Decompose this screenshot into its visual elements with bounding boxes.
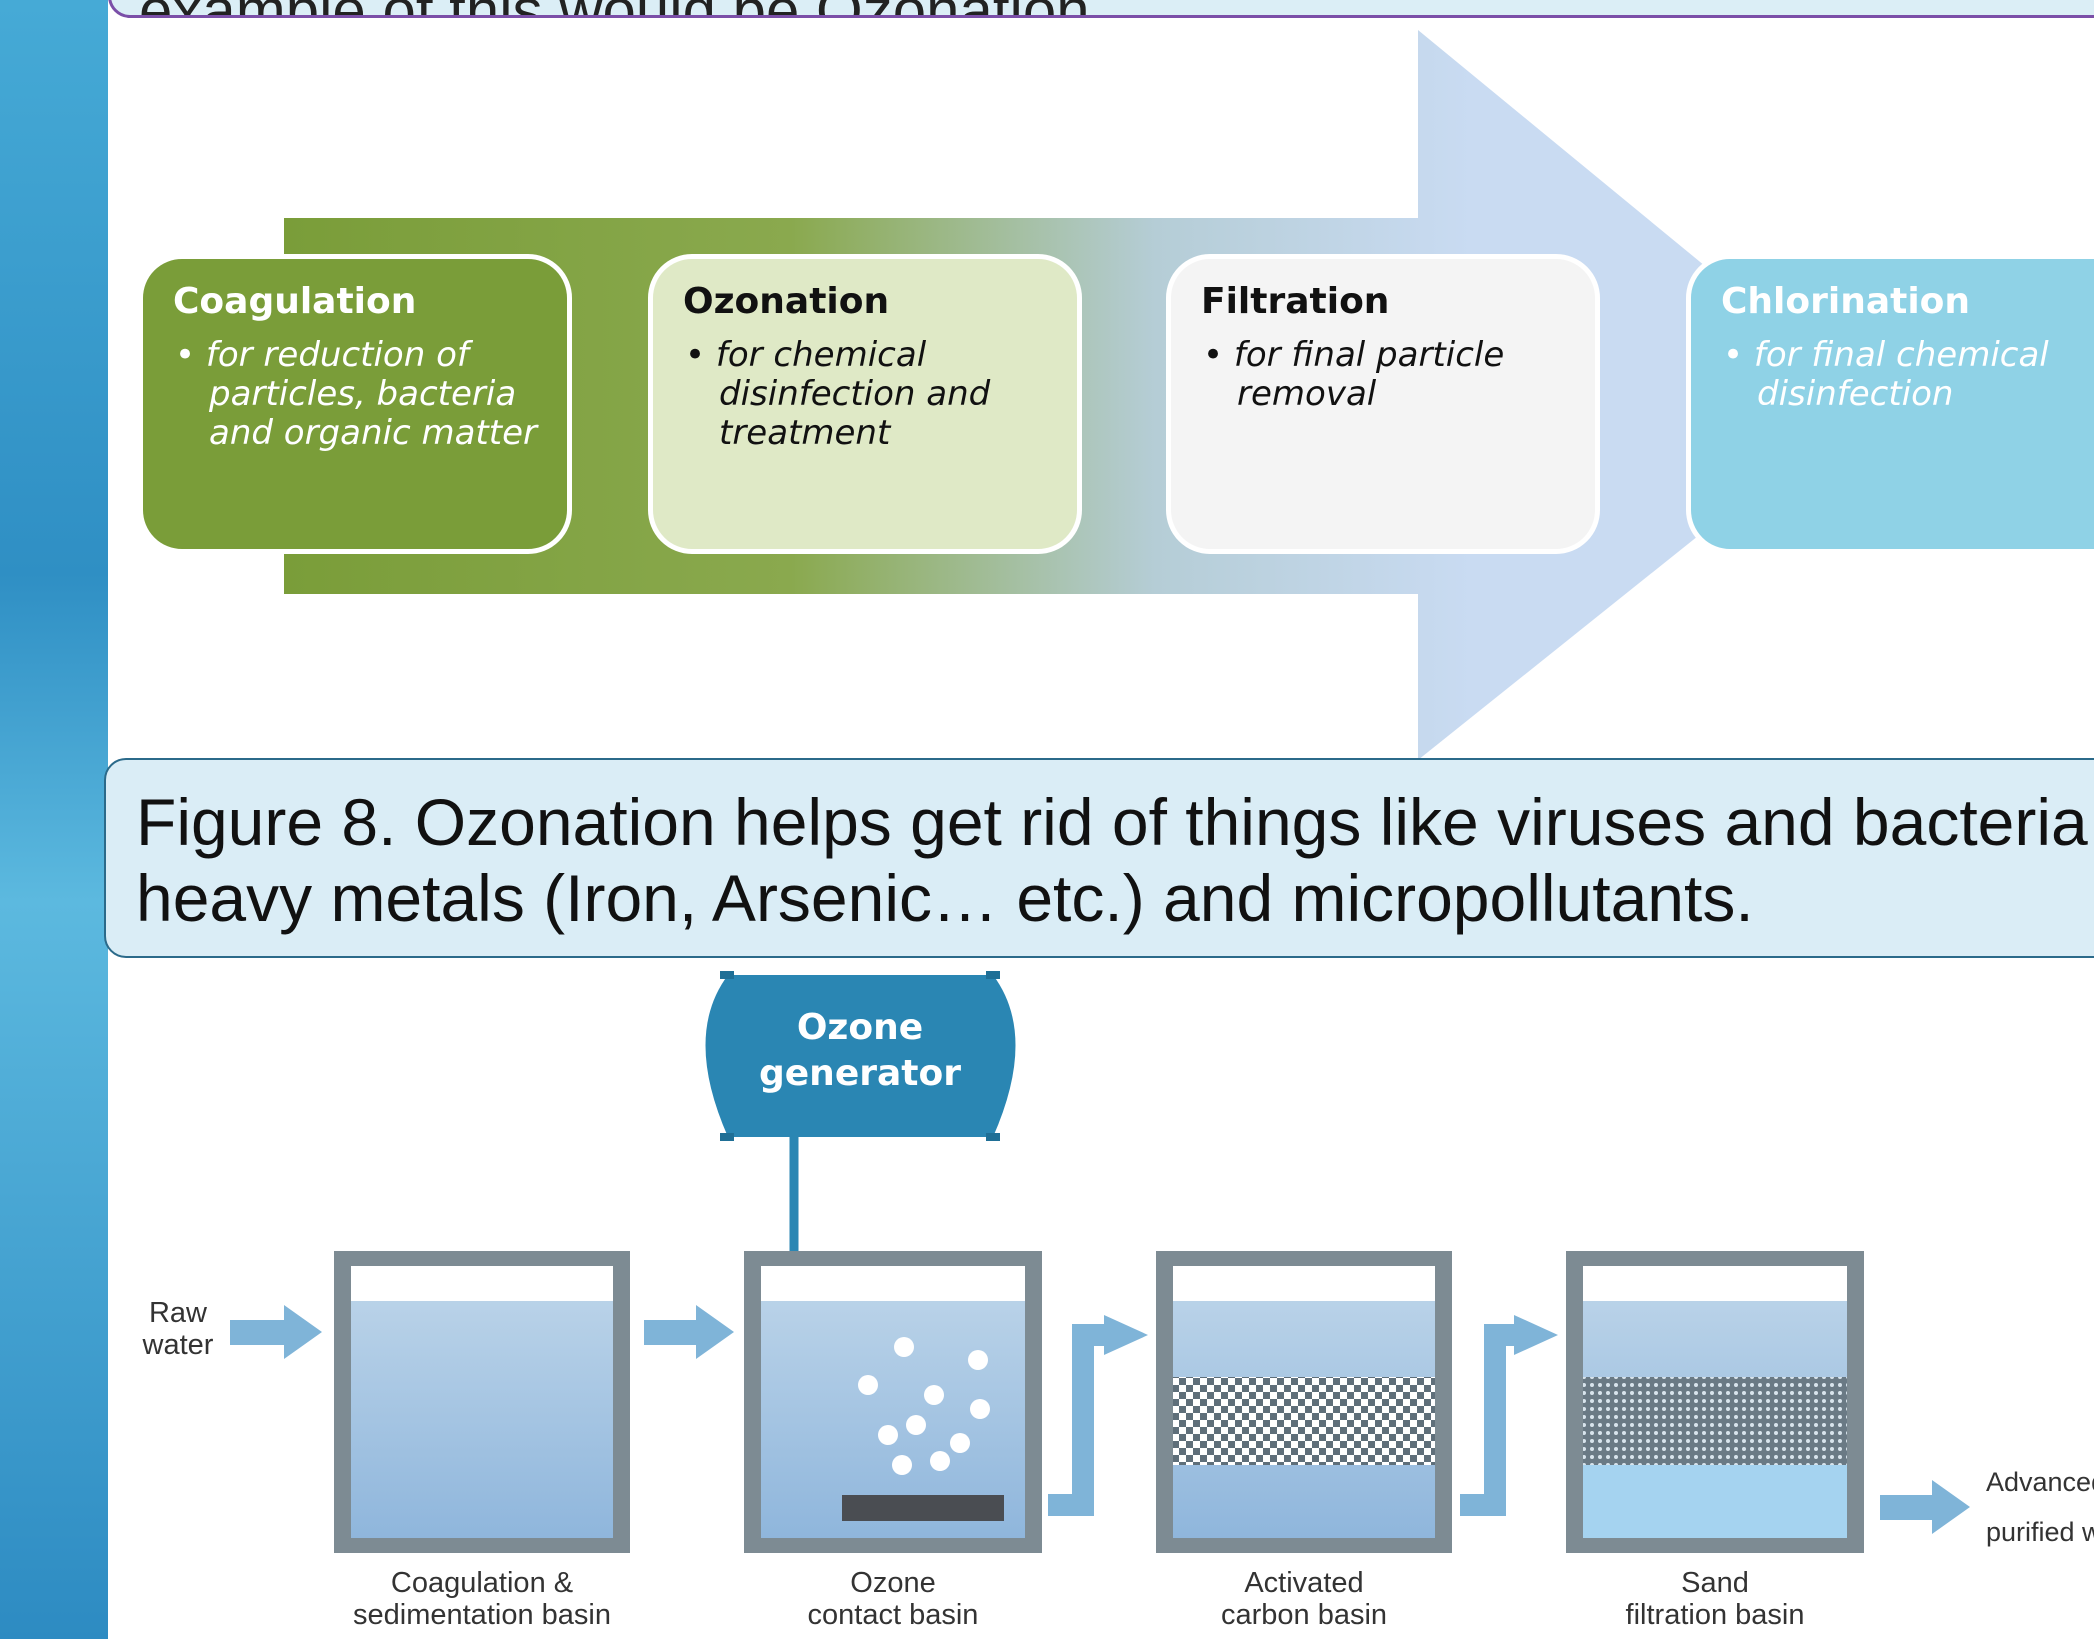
step-description: for final chemical disinfection bbox=[1721, 336, 2094, 414]
basin-coagulation bbox=[334, 1251, 630, 1553]
step-title: Ozonation bbox=[683, 281, 890, 322]
step-coagulation: Coagulation for reduction of particles, … bbox=[138, 254, 572, 554]
step-ozonation: Ozonation for chemical disinfection and … bbox=[648, 254, 1082, 554]
basin-activated-carbon bbox=[1156, 1251, 1452, 1553]
output-arrow bbox=[1880, 1480, 1970, 1534]
basin-sand-filtration bbox=[1566, 1251, 1864, 1553]
caption-line-2: heavy metals (Iron, Arsenic… etc.) and m… bbox=[136, 861, 1754, 935]
step-title: Chlorination bbox=[1721, 281, 1971, 322]
basin-label: Coagulation & sedimentation basin bbox=[353, 1567, 611, 1631]
generator-label: Ozone generator bbox=[759, 1007, 961, 1094]
basin-ozone-contact bbox=[744, 1251, 1042, 1553]
treatment-diagram: Ozone generator Raw water Advanced purif… bbox=[108, 965, 2094, 1639]
diffuser-plate bbox=[842, 1495, 1004, 1521]
basin-label: Sand filtration basin bbox=[1625, 1567, 1805, 1631]
step-chlorination: Chlorination for final chemical disinfec… bbox=[1686, 254, 2094, 554]
step-description: for chemical disinfection and treatment bbox=[683, 336, 1047, 453]
step-filtration: Filtration for final particle removal bbox=[1166, 254, 1600, 554]
process-flow-graphic: Coagulation for reduction of particles, … bbox=[108, 30, 2094, 760]
basin-label: Ozone contact basin bbox=[807, 1567, 979, 1631]
slide-left-band bbox=[0, 0, 108, 1639]
figure-caption: Figure 8. Ozonation helps get rid of thi… bbox=[104, 758, 2094, 958]
step-title: Coagulation bbox=[173, 281, 417, 322]
basin-label: Activated carbon basin bbox=[1220, 1567, 1388, 1631]
step-description: for reduction of particles, bacteria and… bbox=[173, 336, 537, 453]
ozone-generator bbox=[705, 971, 1016, 1141]
top-callout: example of this would be Ozonation. bbox=[108, 0, 2094, 18]
step-title: Filtration bbox=[1201, 281, 1390, 322]
raw-water-arrow bbox=[230, 1305, 322, 1359]
output-label: Advanced purified water bbox=[1986, 1467, 2094, 1547]
caption-line-1: Figure 8. Ozonation helps get rid of thi… bbox=[136, 785, 2088, 859]
raw-water-label: Raw water bbox=[142, 1297, 214, 1361]
top-callout-text: example of this would be Ozonation. bbox=[139, 0, 1106, 15]
ozone-bubbles bbox=[858, 1337, 990, 1475]
step-description: for final particle removal bbox=[1201, 336, 1565, 414]
